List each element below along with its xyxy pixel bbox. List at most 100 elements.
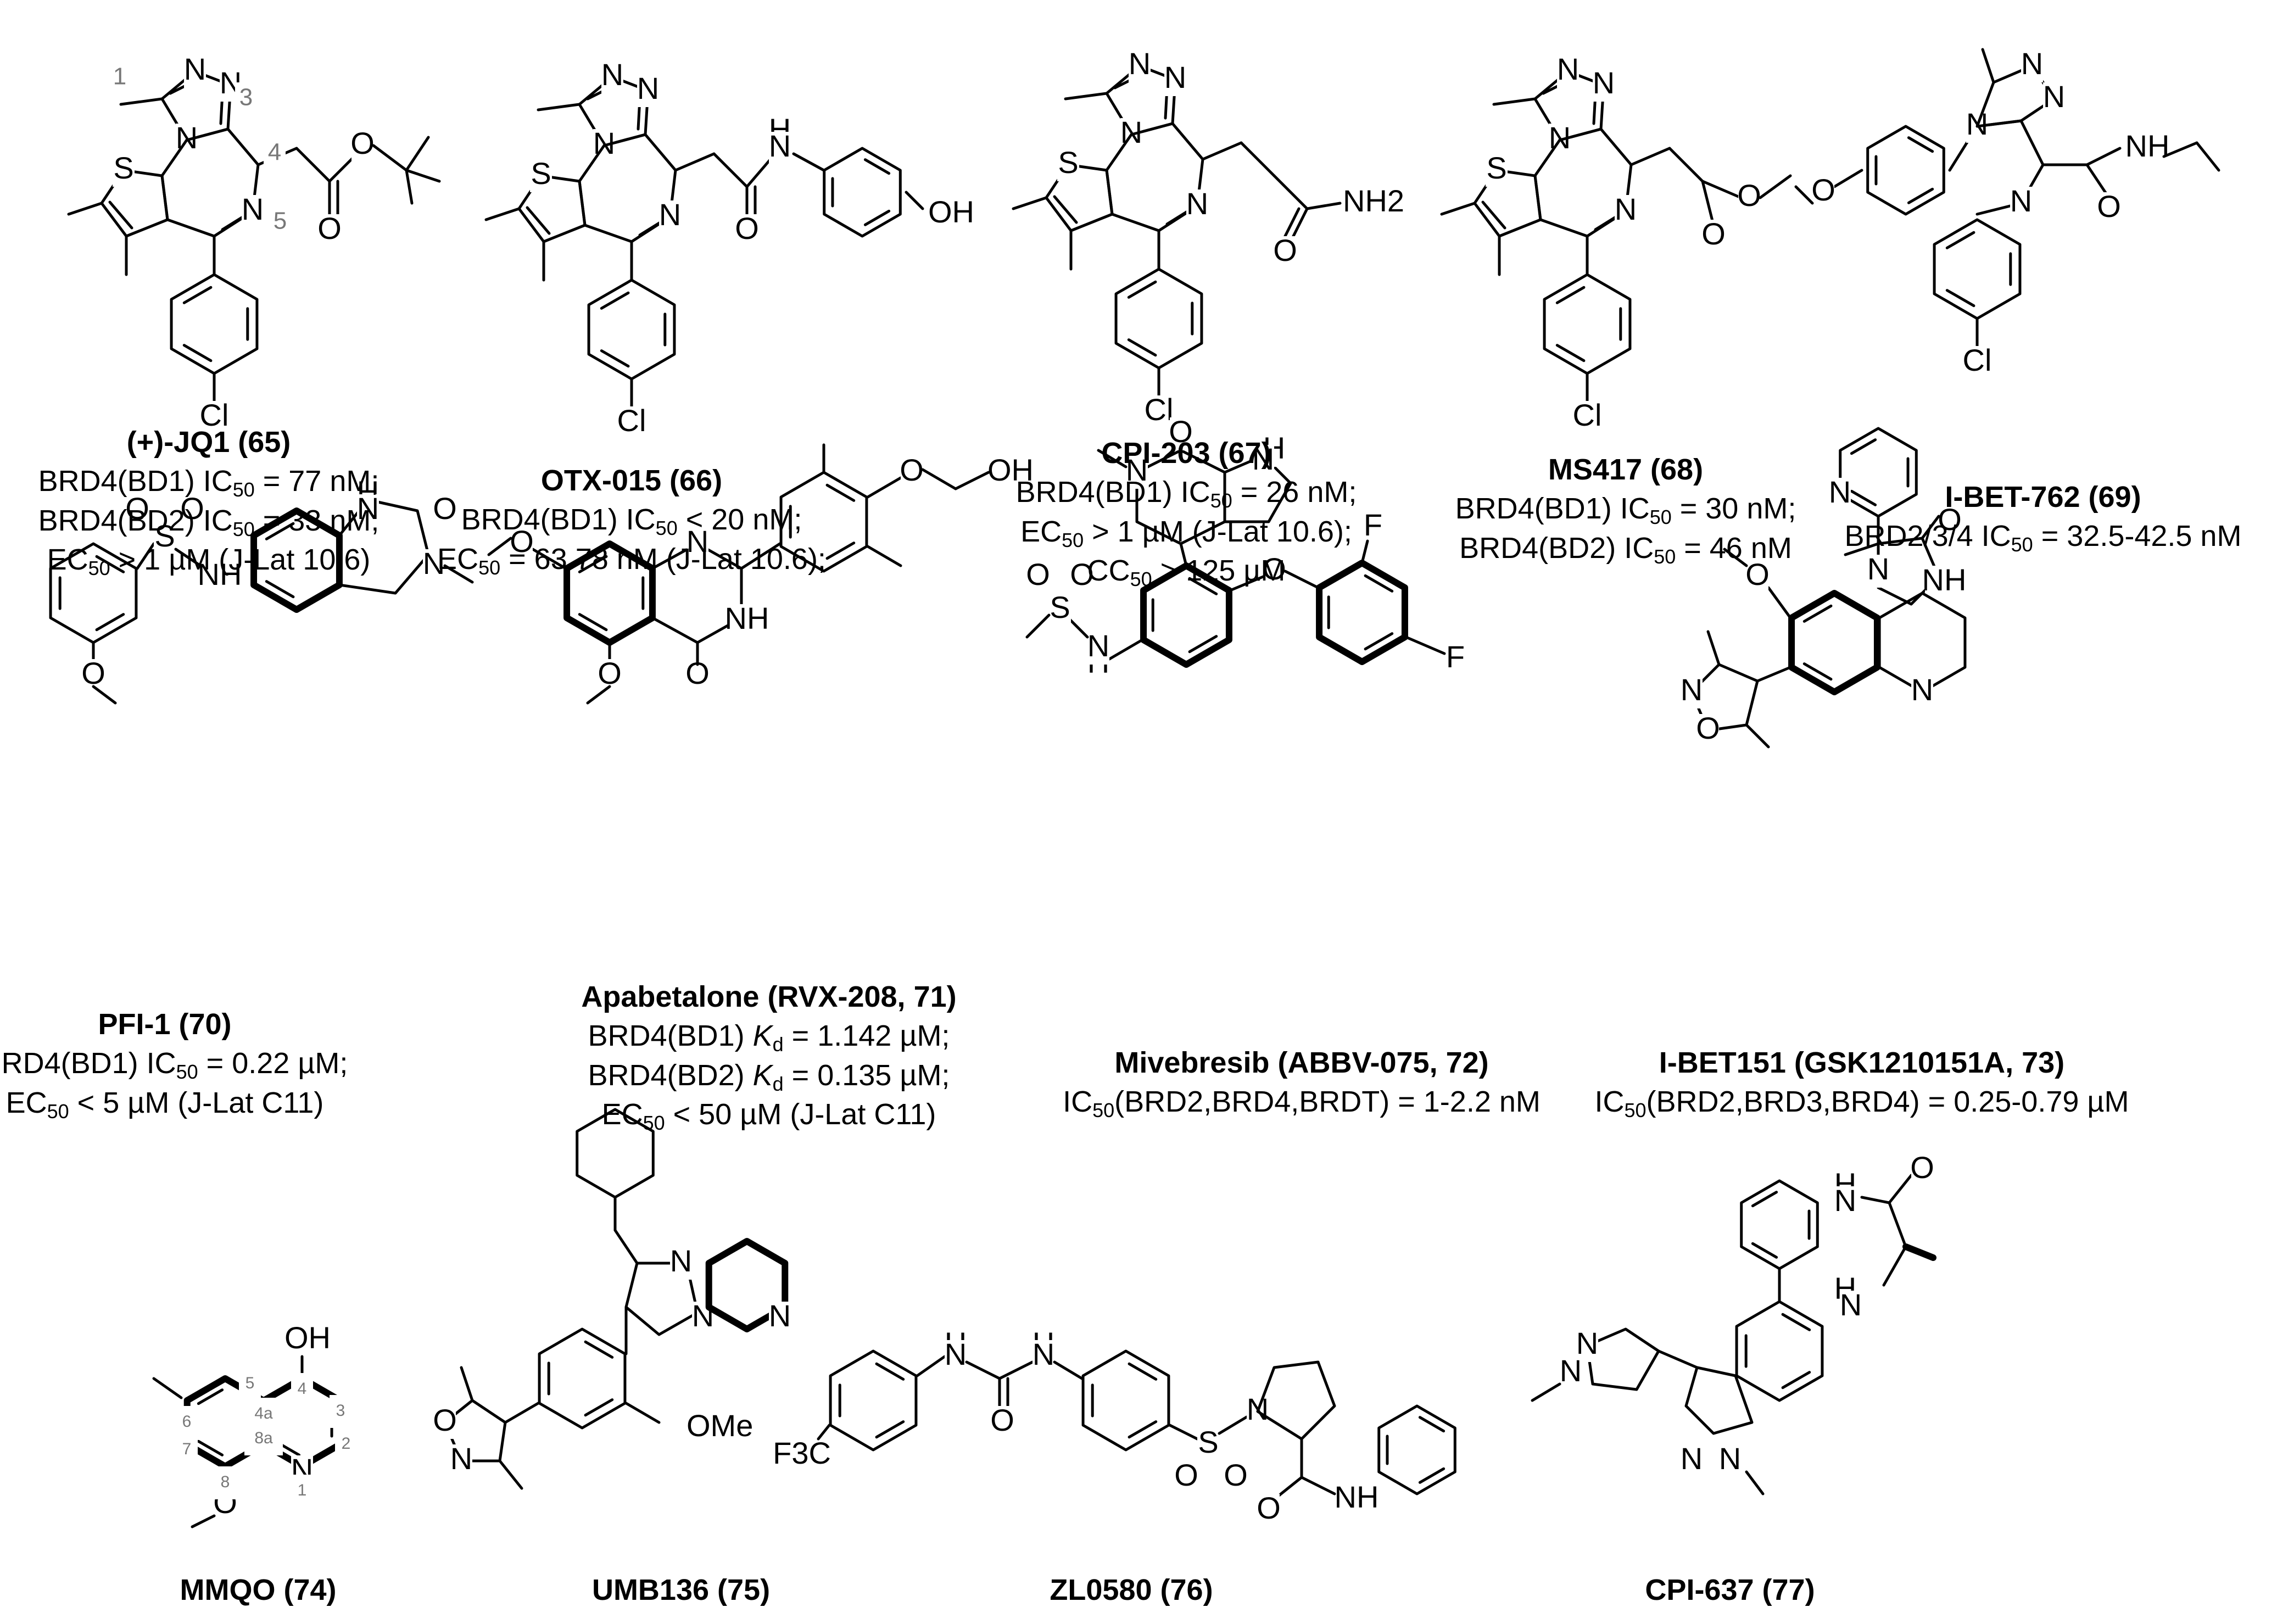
atom-label: N — [357, 491, 379, 526]
atom-label: O — [598, 656, 622, 690]
bond — [1745, 723, 1770, 749]
bond — [1188, 635, 1218, 654]
bond — [1701, 180, 1743, 199]
bond — [863, 209, 891, 226]
bond — [1418, 1416, 1446, 1433]
bond — [1902, 1243, 1936, 1261]
atom-label: O — [81, 656, 105, 690]
ring-bond — [538, 1327, 627, 1430]
bond — [95, 613, 125, 632]
bond — [182, 344, 213, 362]
bond — [1657, 1349, 1699, 1369]
compound-caption: Mivebresib (ABBV-075, 72)IC50(BRD2,BRD4,… — [1063, 1043, 1541, 1122]
activity-line: BRD4(BD1) IC50 = 77 nM; — [38, 465, 379, 501]
activity-line: BRD4(BD1) IC50 < 20 nM; — [461, 503, 802, 540]
bond — [916, 1355, 946, 1377]
atom-label: O — [990, 1403, 1014, 1437]
atom-label: O — [1070, 557, 1094, 591]
bond — [954, 471, 990, 490]
bond — [119, 97, 164, 106]
bond — [1188, 577, 1218, 595]
bond — [1128, 1362, 1158, 1381]
atom-label: 4 — [298, 1380, 307, 1398]
atom-label: 1 — [298, 1481, 307, 1499]
atom-label: N — [945, 1337, 967, 1371]
bond — [1201, 141, 1243, 161]
atom-label: N — [1840, 1287, 1862, 1322]
ring-bond — [587, 278, 676, 381]
ring-bond — [1933, 218, 2022, 320]
atom-label: 6 — [182, 1413, 192, 1431]
bond — [108, 200, 133, 230]
atom-label: O — [180, 491, 204, 526]
bond — [586, 685, 611, 705]
bond — [1833, 169, 1863, 188]
ring-bond — [1690, 663, 1759, 732]
bond — [191, 1514, 216, 1528]
atom-label: S — [1050, 590, 1070, 624]
atom-label: Cl — [617, 403, 646, 438]
bond — [584, 1340, 614, 1359]
atom-label: Cl — [1573, 398, 1602, 432]
atom-label: N — [637, 71, 659, 105]
atom-label: N — [1681, 672, 1703, 707]
bond — [1240, 141, 1276, 177]
ring-bond — [1543, 273, 1632, 375]
bond — [578, 613, 608, 632]
activity-line: BRD4(BD2) Kd = 0.135 µM; — [588, 1058, 950, 1095]
bond — [1481, 200, 1506, 230]
bond — [1751, 1242, 1778, 1259]
atom-label: 5 — [274, 208, 287, 235]
bond — [265, 580, 295, 599]
atom-label: N — [423, 546, 445, 581]
bond — [531, 548, 567, 570]
compound-name: Mivebresib (ABBV-075, 72) — [1114, 1046, 1489, 1079]
atom-label: N — [2021, 46, 2043, 81]
bond — [2085, 147, 2122, 166]
atom-label: O — [317, 211, 342, 245]
bond — [1860, 1196, 1891, 1204]
bond — [1218, 1415, 1248, 1435]
bond — [1945, 231, 1975, 249]
bond — [1404, 635, 1446, 655]
bond — [1756, 666, 1792, 683]
bond — [1781, 1313, 1811, 1331]
bond — [295, 147, 331, 183]
bond — [624, 1402, 661, 1424]
atom-label: O — [1745, 557, 1770, 591]
atom-label: 8 — [221, 1473, 230, 1491]
atom-label: F3C — [773, 1436, 831, 1470]
atom-label: NH — [1335, 1480, 1379, 1514]
bond — [1751, 1191, 1778, 1208]
bond — [1794, 185, 1814, 205]
bond — [578, 555, 608, 573]
bond — [1418, 1467, 1446, 1484]
atom-label: N — [1186, 186, 1208, 221]
bond — [1531, 1382, 1561, 1402]
atom-label: O — [433, 491, 457, 526]
compound-caption: PFI-1 (70)BRD4(BD1) IC50 = 0.22 µM;EC50 … — [0, 1005, 348, 1123]
compound-caption: UMB136 (75) — [592, 1571, 770, 1610]
atom-label: S — [1198, 1425, 1218, 1459]
bond — [740, 542, 782, 570]
bond — [1053, 1360, 1084, 1380]
atom-label: Cl — [1963, 343, 1992, 377]
bond — [498, 1459, 523, 1490]
atom-label: NH — [1922, 562, 1967, 597]
atom-label: O — [1026, 557, 1050, 591]
atom-label: O — [350, 126, 375, 160]
atom-label: NH — [2125, 129, 2170, 163]
bond — [1128, 1420, 1158, 1439]
atom-label: NH — [198, 557, 242, 591]
bond — [197, 1439, 224, 1456]
activity-line: BRD4(BD1) IC50 = 0.22 µM; — [0, 1047, 348, 1084]
atom-label: O — [1938, 502, 1962, 537]
bond — [1097, 449, 1128, 468]
atom-label: N — [601, 57, 623, 92]
activity-line: CC50 > 125 µM — [1087, 554, 1286, 590]
atom-label: O — [433, 1403, 457, 1437]
